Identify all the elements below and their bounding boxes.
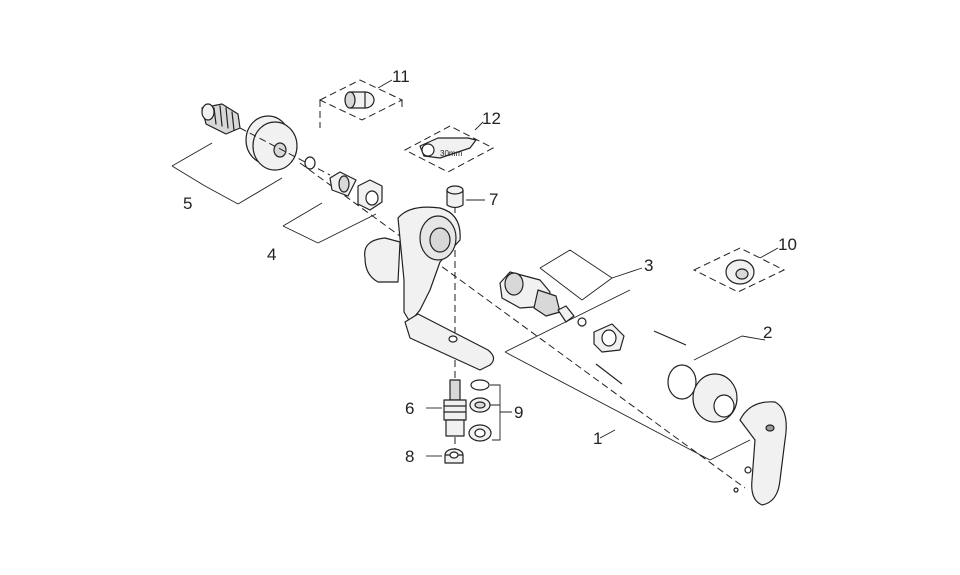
part-11-reducer-fitting bbox=[318, 79, 404, 128]
part-4-eccentric-and-nut bbox=[329, 171, 383, 211]
wrench-size-label: 30mm bbox=[440, 149, 463, 158]
part-9-washer-set bbox=[468, 379, 492, 442]
callout-1: 1 bbox=[593, 429, 602, 448]
part-8-nut bbox=[444, 448, 464, 464]
assembly-axis bbox=[299, 162, 746, 489]
callout-4: 4 bbox=[267, 245, 276, 264]
part-12-wrench: 30mm bbox=[403, 125, 495, 173]
part-6-spout-cartridge bbox=[443, 379, 467, 437]
part-10-adapter bbox=[692, 247, 786, 293]
mounting-screws bbox=[595, 330, 687, 385]
callout-10: 10 bbox=[778, 235, 797, 254]
callout-3-bracket bbox=[539, 249, 643, 301]
callout-5: 5 bbox=[183, 194, 192, 213]
callout-12: 12 bbox=[482, 109, 501, 128]
part-3-cartridge bbox=[499, 271, 625, 353]
callout-10-leader bbox=[759, 247, 779, 259]
callout-1-bracket bbox=[504, 289, 751, 461]
callout-2: 2 bbox=[763, 323, 772, 342]
mixer-body bbox=[364, 206, 495, 371]
callout-5-bracket bbox=[171, 142, 283, 205]
part-5-connector-and-rosette bbox=[201, 103, 331, 176]
callout-7: 7 bbox=[489, 190, 498, 209]
part-7-cap bbox=[446, 185, 464, 209]
callout-9-bracket bbox=[490, 384, 512, 441]
lever-handle bbox=[733, 401, 787, 506]
callout-3: 3 bbox=[644, 256, 653, 275]
callout-2-bracket bbox=[693, 335, 766, 361]
callout-9: 9 bbox=[514, 403, 523, 422]
callout-4-bracket bbox=[282, 202, 377, 244]
callout-11: 11 bbox=[392, 67, 410, 86]
callout-6: 6 bbox=[405, 399, 414, 418]
callout-12-leader bbox=[474, 121, 484, 131]
part-2-rosette bbox=[667, 364, 738, 423]
callout-8: 8 bbox=[405, 447, 414, 466]
callout-11-leader bbox=[377, 79, 393, 89]
